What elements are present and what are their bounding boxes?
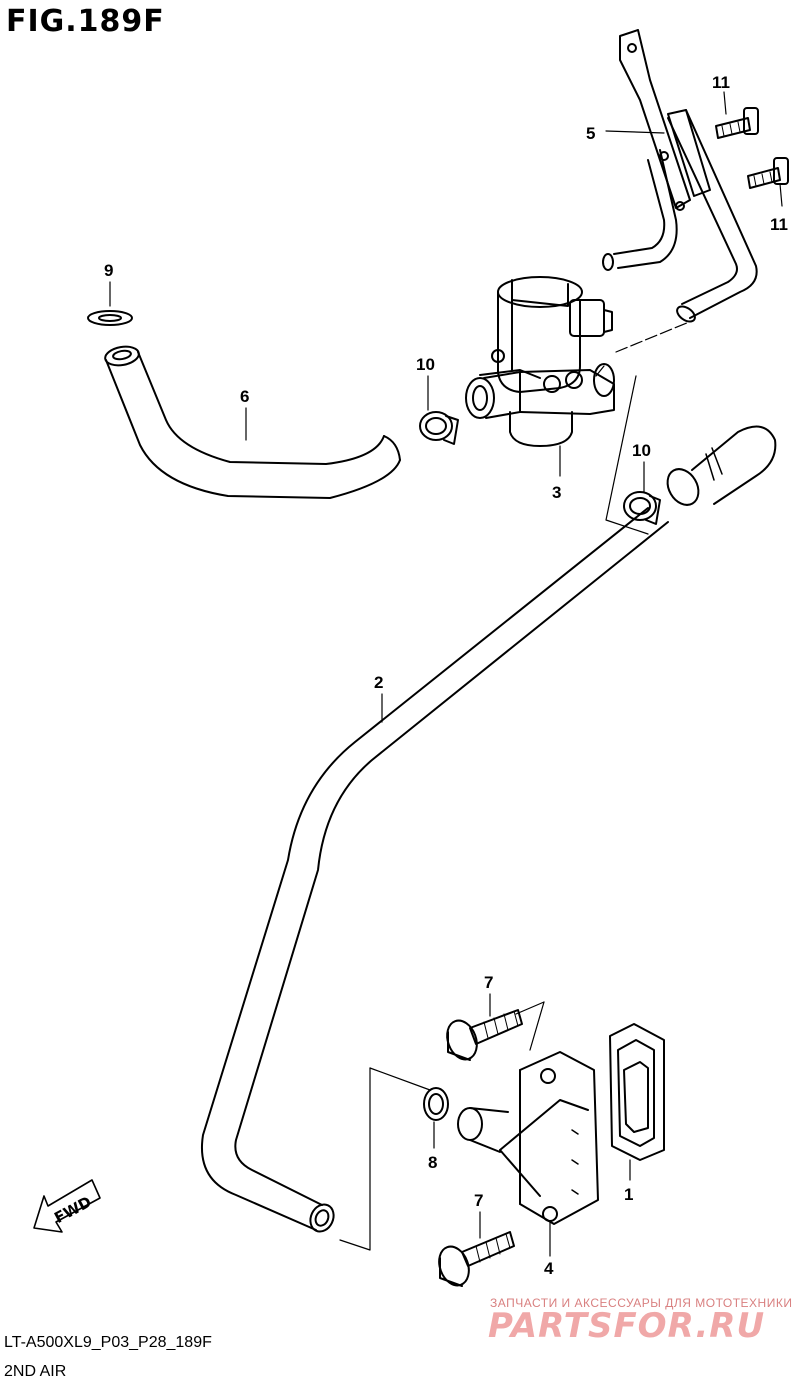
bolt-part-11-upper bbox=[715, 107, 759, 139]
bolt-part-7-upper bbox=[446, 1009, 523, 1061]
bracket-part-5 bbox=[602, 29, 758, 323]
leader-lines bbox=[109, 91, 783, 1257]
figure-title: FIG.189F bbox=[6, 4, 165, 39]
section-name: 2ND AIR bbox=[4, 1363, 67, 1380]
watermark-logo: PARTSFOR.RU bbox=[488, 1306, 766, 1346]
fwd-direction-marker: FWD bbox=[33, 1179, 101, 1233]
callout-part-7-upper: 7 bbox=[484, 973, 493, 992]
callout-part-9: 9 bbox=[104, 261, 113, 280]
bolt-part-11-lower bbox=[747, 157, 789, 189]
callout-part-2: 2 bbox=[374, 673, 383, 692]
fwd-label: FWD bbox=[51, 1193, 94, 1227]
callout-part-10-right: 10 bbox=[632, 441, 651, 460]
bolt-part-7-lower bbox=[438, 1231, 515, 1287]
valve-part-3 bbox=[465, 276, 615, 447]
gasket-part-1 bbox=[609, 1023, 665, 1161]
callout-part-3: 3 bbox=[552, 483, 561, 502]
callout-part-8: 8 bbox=[428, 1153, 437, 1172]
callout-part-10-left: 10 bbox=[416, 355, 435, 374]
callout-part-5: 5 bbox=[586, 124, 595, 143]
callout-part-11-upper: 11 bbox=[712, 73, 730, 92]
oring-part-9 bbox=[87, 310, 133, 326]
clamp-part-10-left bbox=[419, 411, 459, 445]
callout-part-1: 1 bbox=[624, 1185, 633, 1204]
hose-part-6 bbox=[104, 345, 401, 499]
callout-part-11-lower: 11 bbox=[770, 215, 788, 234]
oring-part-8 bbox=[423, 1087, 449, 1121]
callout-part-7-lower: 7 bbox=[474, 1191, 483, 1210]
connection-lines bbox=[339, 319, 695, 1251]
hose-part-2-upper-end bbox=[666, 425, 777, 506]
cover-part-4 bbox=[457, 1051, 599, 1225]
diagram-code: LT-A500XL9_P03_P28_189F bbox=[4, 1334, 212, 1351]
callout-part-4: 4 bbox=[544, 1259, 554, 1278]
hose-part-2 bbox=[201, 507, 669, 1233]
clamp-part-10-right bbox=[623, 491, 661, 525]
watermark-tagline: ЗАПЧАСТИ И АКСЕССУАРЫ ДЛЯ МОТОТЕХНИКИ bbox=[490, 1296, 793, 1310]
callout-part-6: 6 bbox=[240, 387, 249, 406]
